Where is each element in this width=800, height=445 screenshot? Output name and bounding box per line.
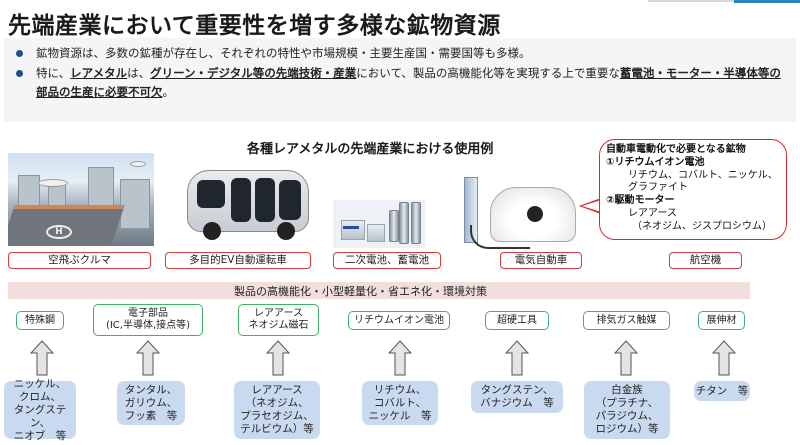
- bullet-item: 特に、レアメタルは、グリーン・デジタル等の先端技術・産業において、製品の高機能化…: [16, 64, 786, 102]
- component-box: 超硬工具: [485, 311, 549, 330]
- callout-item2-line: （ネオジム、ジスプロシウム）: [632, 220, 772, 232]
- benefits-band-text: 製品の高機能化・小型軽量化・省エネ化・環境対策: [234, 285, 487, 298]
- callout-item1-title: ①リチウムイオン電池: [606, 156, 705, 168]
- bullet-item: 鉱物資源は、多数の鉱種が存在し、それぞれの特性や市場規模・主要生産国・需要国等も…: [16, 44, 786, 63]
- helipad-icon: H: [46, 225, 72, 239]
- bullet-dot-icon: [16, 70, 23, 77]
- up-arrow-icon: [266, 340, 290, 376]
- up-arrow-icon: [505, 340, 529, 376]
- component-box: 展伸材: [698, 311, 745, 330]
- mineral-box: 白金族（プラチナ、パラジウム、ロジウム）等: [584, 381, 670, 439]
- bullet-text: 鉱物資源は、多数の鉱種が存在し、それぞれの特性や市場規模・主要生産国・需要国等も…: [16, 44, 786, 63]
- mineral-box: リチウム、コバルト、ニッケル 等: [362, 381, 438, 425]
- bullet-text-segment: 。: [162, 85, 175, 99]
- component-box: レアアース ネオジム磁石: [238, 304, 319, 336]
- mineral-name: （ネオジム、: [245, 397, 309, 409]
- emphasis-text: レアメタル: [70, 66, 128, 80]
- application-label: 空飛ぶクルマ: [8, 252, 151, 269]
- mineral-name: リチウム、: [373, 383, 427, 396]
- emphasis-text: 蓄電池・モーター・半導体等の部品の生産に必要不可欠: [36, 66, 781, 99]
- mineral-name: プラセオジム、: [240, 410, 314, 422]
- top-bar-decoration: [648, 0, 734, 2]
- mineral-name: パラジウム、: [595, 410, 659, 422]
- flying-car-image: H: [8, 153, 154, 246]
- application-label: 二次電池、蓄電池: [333, 252, 441, 269]
- mineral-name: レアアース: [251, 384, 303, 396]
- mineral-name: クロム、: [19, 390, 61, 403]
- up-arrow-icon: [136, 340, 160, 376]
- up-arrow-icon: [388, 340, 412, 376]
- mineral-name: タングステン、: [480, 384, 554, 396]
- mineral-name: テルビウム）等: [240, 423, 314, 435]
- callout-item2-line: レアアース: [628, 207, 677, 219]
- mineral-name: ニオブ 等: [13, 429, 67, 442]
- bullet-text: 特に、レアメタルは、グリーン・デジタル等の先端技術・産業において、製品の高機能化…: [16, 64, 786, 102]
- bullet-text-segment: 特に、: [36, 66, 71, 80]
- up-arrow-icon: [712, 340, 736, 376]
- application-label: 多目的EV自動運転車: [165, 252, 311, 269]
- callout-item1-line: グラファイト: [628, 182, 688, 194]
- summary-box: 鉱物資源は、多数の鉱種が存在し、それぞれの特性や市場規模・主要生産国・需要国等も…: [4, 38, 796, 122]
- mineral-name: ニッケル 等: [368, 409, 432, 422]
- mineral-name: タンタル、: [124, 383, 178, 396]
- mineral-name: チタン 等: [695, 384, 749, 397]
- mineral-name: （プラチナ、: [595, 397, 659, 409]
- mineral-name: 白金族: [611, 384, 643, 396]
- battery-image: [333, 200, 425, 248]
- electric-car-image: [460, 177, 580, 249]
- emphasis-text: グリーン・デジタル等の先端技術・産業: [150, 66, 357, 80]
- component-box: 特殊鋼: [16, 311, 64, 330]
- section-title: 各種レアメタルの先端産業における使用例: [247, 142, 494, 157]
- component-box: 電子部品 (IC,半導体,接点等): [93, 304, 203, 336]
- callout-item1-line: リチウム、コバルト、ニッケル、: [628, 169, 778, 181]
- mineral-name: ガリウム、: [124, 396, 178, 409]
- mineral-box: チタン 等: [694, 381, 750, 401]
- up-arrow-icon: [614, 340, 638, 376]
- mineral-name: フッ素 等: [124, 409, 178, 422]
- up-arrow-icon: [30, 340, 54, 376]
- top-bar-accent: [734, 0, 800, 3]
- component-box: リチウムイオン電池: [348, 311, 450, 330]
- application-label: 電気自動車: [500, 252, 582, 269]
- mineral-name: ニッケル、: [13, 377, 67, 390]
- component-box: 排気ガス触媒: [583, 311, 670, 330]
- bullet-text-segment: 鉱物資源は、多数の鉱種が存在し、それぞれの特性や市場規模・主要生産国・需要国等も…: [36, 46, 531, 60]
- ev-minerals-callout: 自動車電動化で必要となる鉱物 ①リチウムイオン電池 リチウム、コバルト、ニッケル…: [599, 139, 787, 240]
- ev-bus-image: [183, 160, 313, 246]
- mineral-name: タングステン、: [13, 403, 67, 429]
- bullet-text-segment: において、製品の高機能化等を実現する上で重要な: [356, 66, 620, 80]
- application-label: 航空機: [669, 252, 742, 269]
- bullet-text-segment: は、: [127, 66, 151, 80]
- mineral-name: ロジウム）等: [595, 423, 659, 435]
- bullet-dot-icon: [16, 50, 23, 57]
- mineral-box: タングステン、バナジウム 等: [471, 381, 563, 413]
- mineral-name: バナジウム 等: [480, 397, 554, 409]
- mineral-box: タンタル、ガリウム、フッ素 等: [117, 381, 185, 425]
- mineral-box: レアアース（ネオジム、プラセオジム、テルビウム）等: [234, 381, 320, 439]
- mineral-box: ニッケル、クロム、タングステン、ニオブ 等: [4, 377, 76, 442]
- callout-heading: 自動車電動化で必要となる鉱物: [606, 144, 746, 155]
- page-title: 先端産業において重要性を増す多様な鉱物資源: [8, 13, 501, 39]
- callout-item2-title: ②駆動モーター: [606, 195, 675, 207]
- mineral-name: コバルト、: [373, 396, 427, 409]
